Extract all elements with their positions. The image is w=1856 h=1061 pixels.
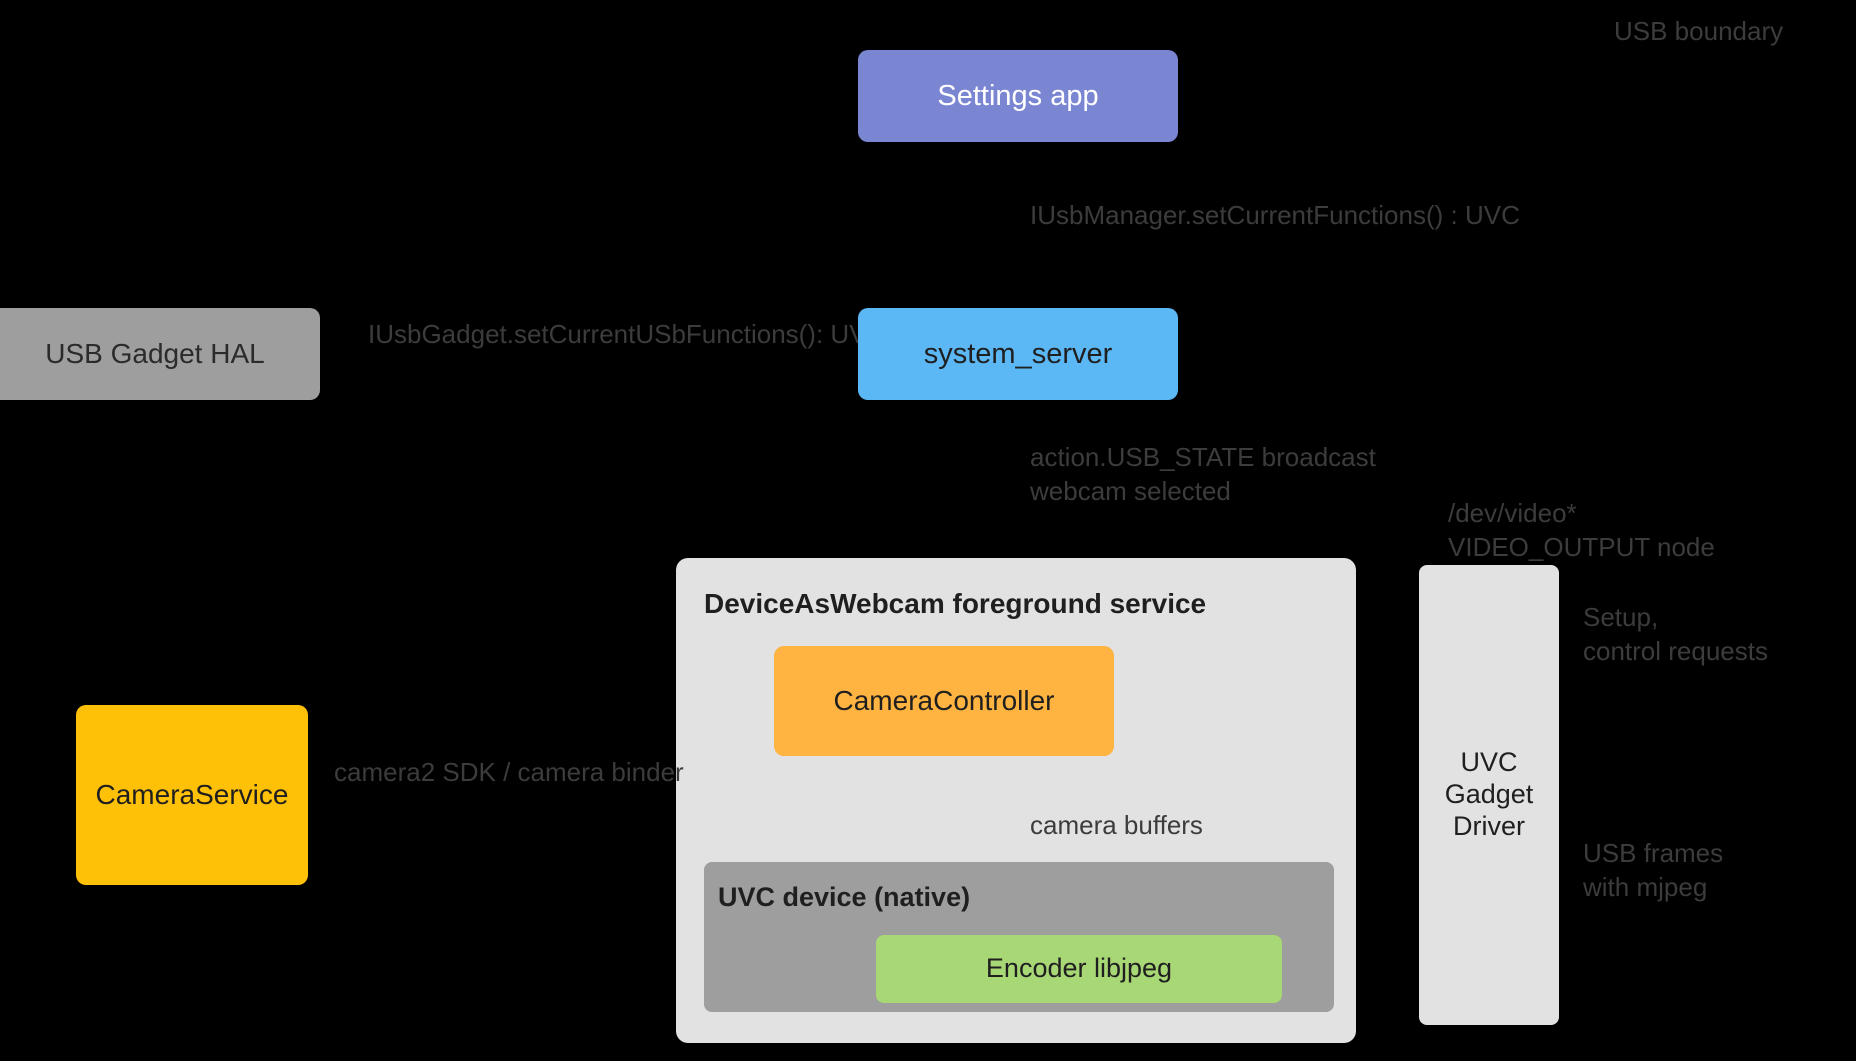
deviceaswebcam-service-title: DeviceAsWebcam foreground service	[704, 588, 1207, 619]
usb-gadget-hal-box[interactable]: USB Gadget HAL	[0, 308, 320, 400]
usb-boundary-label: USB boundary	[1614, 16, 1784, 46]
iusbmanager-call-label: IUsbManager.setCurrentFunctions() : UVC	[1030, 200, 1520, 230]
system-server-box[interactable]: system_server	[858, 308, 1178, 400]
usb-state-broadcast-label: action.USB_STATE broadcast webcam select…	[1030, 442, 1376, 507]
settings-app-box[interactable]: Settings app	[858, 50, 1178, 142]
camera-controller-box[interactable]: CameraController	[774, 646, 1114, 756]
encoder-libjpeg-box[interactable]: Encoder libjpeg	[876, 935, 1282, 1003]
camera-service-box[interactable]: CameraService	[76, 705, 308, 885]
setup-control-requests-label: Setup, control requests	[1583, 602, 1768, 667]
uvc-gadget-driver-box[interactable]: UVC Gadget Driver	[1419, 565, 1559, 1025]
uvc-device-native-title: UVC device (native)	[718, 882, 971, 912]
camera2-binder-label: camera2 SDK / camera binder	[334, 757, 684, 787]
camera-buffers-label: camera buffers	[1030, 810, 1203, 840]
iusbgadget-call-label: IUsbGadget.setCurrentUSbFunctions(): UVC	[368, 319, 886, 349]
dev-video-node-label: /dev/video* VIDEO_OUTPUT node	[1448, 498, 1715, 563]
usb-frames-mjpeg-label: USB frames with mjpeg	[1583, 838, 1724, 903]
